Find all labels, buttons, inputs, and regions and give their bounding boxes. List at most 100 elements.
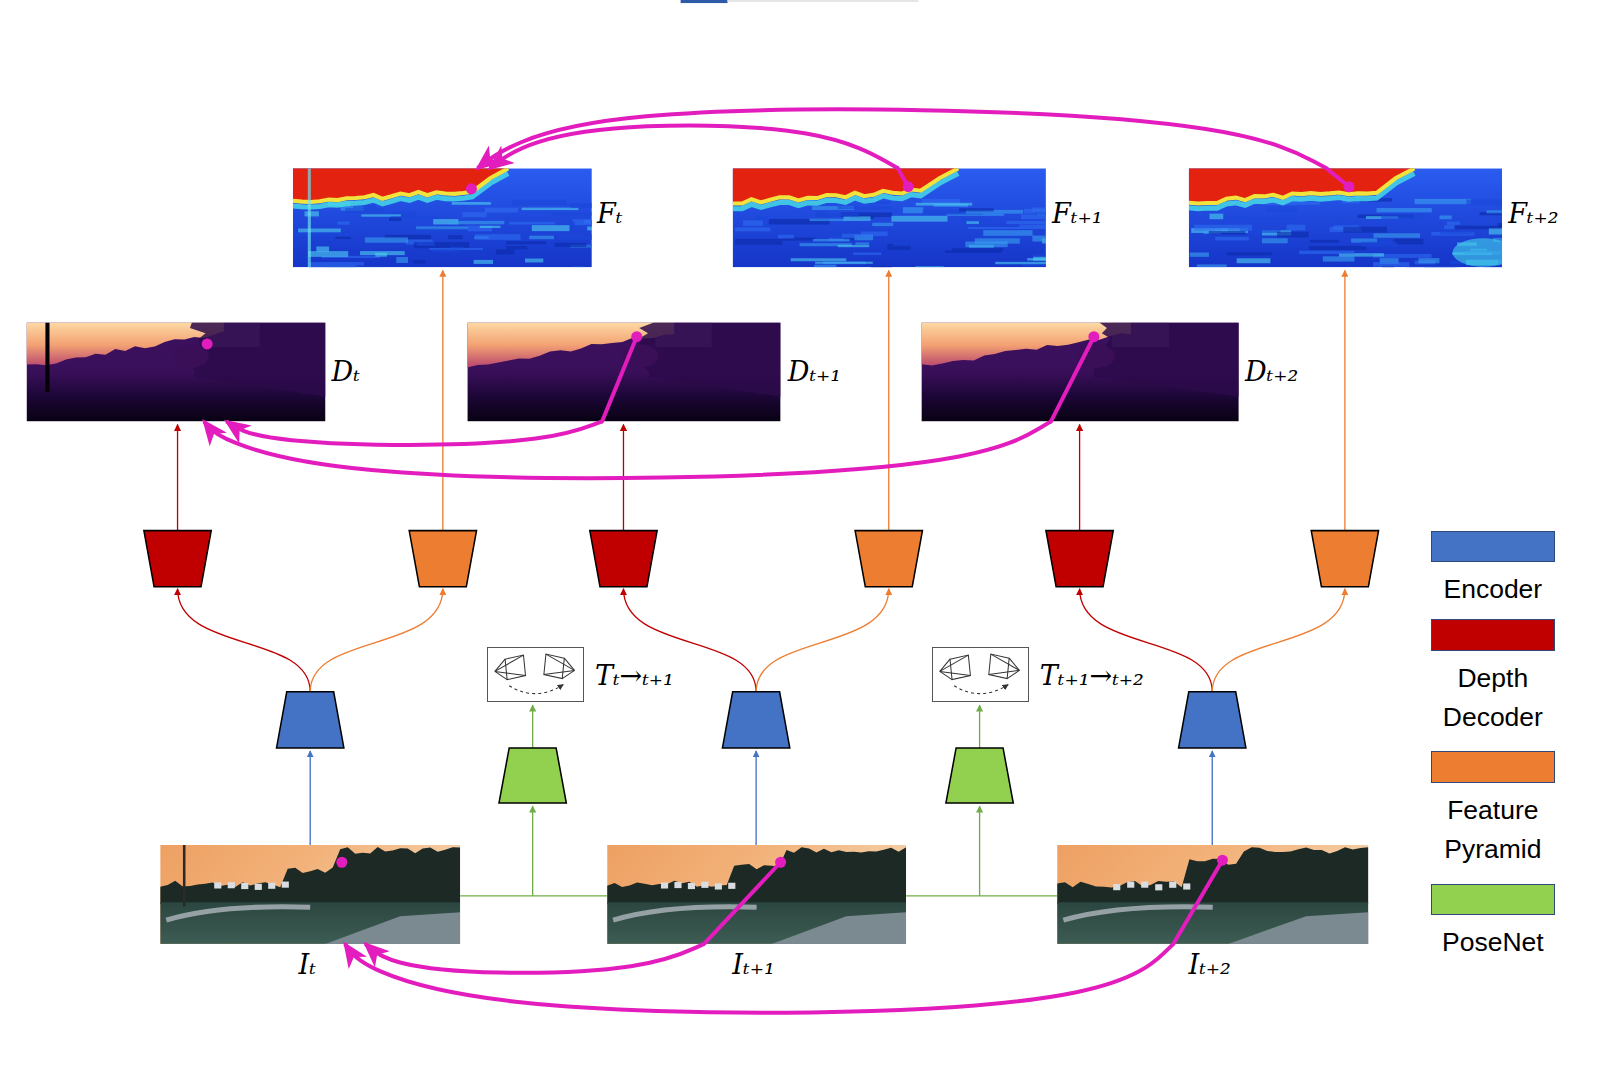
- feature-streak: [1317, 220, 1341, 225]
- node-label: Iₜ₊₂: [1188, 948, 1230, 982]
- house: [1169, 882, 1176, 888]
- feature-streak: [512, 200, 566, 205]
- point-dot: [775, 857, 786, 868]
- depth-decoder-trapezoid: [590, 531, 657, 587]
- feature-streak: [1299, 251, 1354, 254]
- house: [214, 882, 221, 888]
- feature-streak: [414, 242, 469, 248]
- posenet-input-wire: [460, 895, 607, 896]
- feature-streak: [1484, 267, 1502, 268]
- pole: [45, 322, 49, 391]
- house: [701, 882, 708, 888]
- feature-streak: [735, 239, 783, 245]
- encoder-trapezoid: [1179, 692, 1246, 748]
- feature-streak: [809, 219, 846, 222]
- feature-streak: [417, 229, 468, 233]
- posenet-input-arrow: [532, 806, 533, 896]
- feature-streak: [814, 265, 836, 268]
- house: [241, 883, 248, 889]
- posenet-trapezoid: [499, 748, 566, 803]
- camera-ray: [546, 654, 575, 670]
- feature-streak: [343, 227, 388, 229]
- feature-streak: [559, 234, 592, 240]
- path-road: [166, 907, 310, 920]
- input-image: Iₜ₊₂: [1057, 845, 1368, 944]
- source-leader: [602, 337, 637, 422]
- feature-streak: [1431, 232, 1474, 236]
- feature-streak: [855, 242, 869, 244]
- feature-streak: [532, 225, 570, 231]
- feature-streak: [551, 213, 592, 216]
- legend-item: PoseNet: [1416, 884, 1569, 963]
- grass: [607, 902, 906, 944]
- encoder-trapezoid: [722, 692, 789, 748]
- feature-streak: [452, 202, 491, 205]
- feature-streak: [815, 262, 873, 264]
- feature-streak: [360, 251, 405, 255]
- feature-streak: [389, 218, 401, 222]
- feature-streak: [587, 226, 592, 230]
- feature-streak: [853, 253, 881, 255]
- feature-streak: [509, 222, 555, 225]
- point-dot: [1343, 181, 1354, 192]
- feature-streak: [1361, 242, 1397, 247]
- grass: [1057, 902, 1368, 944]
- camera-icon: [989, 654, 1020, 678]
- depth-output-arrow: [177, 424, 178, 530]
- feature-streak: [838, 206, 892, 209]
- point-dot: [631, 331, 642, 342]
- feature-streak: [1310, 240, 1339, 243]
- feature-streak: [872, 223, 893, 226]
- posenet-output-arrow: [979, 705, 980, 748]
- feature-streak: [813, 239, 850, 242]
- legend-label: Depth Decoder: [1416, 659, 1569, 737]
- encoder-input-arrow: [310, 751, 311, 845]
- depth-far: [921, 322, 1130, 367]
- feature-streak: [1440, 232, 1473, 234]
- house: [1155, 884, 1162, 890]
- pose-box: Tₜ₊₁→ₜ₊₂: [932, 647, 1029, 702]
- pyramid-output-arrow: [442, 270, 443, 530]
- feature-streak: [952, 248, 1003, 251]
- feature-streak: [1381, 214, 1423, 219]
- source-leader: [704, 862, 781, 944]
- camera-base: [505, 655, 525, 679]
- depth-map: Dₜ: [27, 322, 326, 421]
- top-bar: [681, 0, 728, 3]
- depth-map: Dₜ₊₁: [467, 322, 780, 421]
- feature-streak: [529, 236, 554, 240]
- feature-patch: [1453, 238, 1502, 267]
- feature-streak: [1376, 208, 1431, 212]
- feature-streak: [485, 208, 518, 213]
- feature-streak: [1019, 225, 1046, 229]
- feature-streak: [1415, 199, 1471, 204]
- legend-item: Encoder: [1416, 531, 1569, 610]
- encoder-to-pyramid-wire: [1212, 589, 1345, 692]
- feature-streak: [555, 243, 587, 247]
- feature-streak: [966, 221, 979, 224]
- house: [268, 883, 275, 889]
- feature-streak: [1209, 214, 1223, 220]
- motion-arc: [509, 685, 563, 694]
- camera-base: [544, 654, 564, 678]
- feature-streak: [1287, 225, 1306, 231]
- feature-streak: [756, 216, 768, 220]
- camera-icon: [544, 654, 575, 678]
- feature-streak: [335, 236, 350, 239]
- feature-streak: [1497, 223, 1502, 227]
- feature-streak: [506, 246, 527, 249]
- feature-pyramid-trapezoid: [409, 531, 476, 587]
- pose-box-ground: [932, 647, 1029, 702]
- encoder-to-depth-wire: [178, 589, 311, 692]
- feature-streak: [570, 203, 591, 208]
- road: [325, 912, 460, 944]
- node-label: Dₜ: [332, 355, 360, 389]
- depth-map: Dₜ₊₂: [921, 322, 1238, 421]
- depth-ground: [27, 322, 326, 421]
- feature-map: Fₜ: [293, 168, 592, 267]
- correspondence-arrow: [365, 944, 704, 973]
- encoder-trapezoid: [277, 692, 344, 748]
- feature-streak: [1262, 238, 1288, 243]
